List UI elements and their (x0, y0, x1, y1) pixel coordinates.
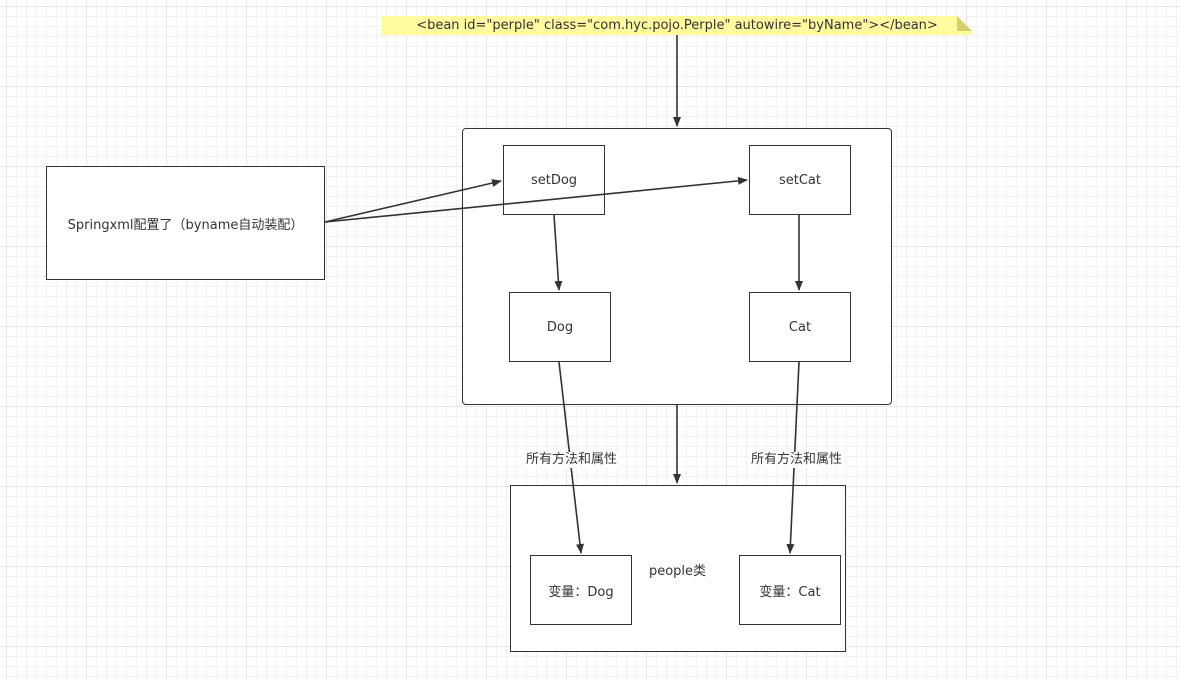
cat-box[interactable]: Cat (749, 292, 851, 362)
var-cat-box[interactable]: 变量：Cat (739, 555, 841, 625)
dog-label: Dog (546, 319, 574, 335)
people-class-title: people类 (648, 564, 707, 579)
dog-box[interactable]: Dog (509, 292, 611, 362)
cat-label: Cat (788, 319, 812, 335)
var-dog-box[interactable]: 变量：Dog (530, 555, 632, 625)
set-cat-label: setCat (778, 172, 821, 188)
var-cat-label: 变量：Cat (759, 584, 821, 600)
set-cat-box[interactable]: setCat (749, 145, 851, 215)
edge-label-dog: 所有方法和属性 (524, 452, 620, 468)
set-dog-label: setDog (530, 172, 578, 188)
springxml-config-label: Springxml配置了（byname自动装配） (67, 217, 304, 233)
springxml-config-box[interactable]: Springxml配置了（byname自动装配） (46, 166, 325, 280)
var-dog-label: 变量：Dog (548, 584, 614, 600)
note-fold-corner (957, 16, 972, 31)
bean-definition-note: <bean id="perple" class="com.hyc.pojo.Pe… (382, 16, 972, 35)
set-dog-box[interactable]: setDog (503, 145, 605, 215)
edge-label-cat: 所有方法和属性 (749, 452, 845, 468)
bean-definition-text: <bean id="perple" class="com.hyc.pojo.Pe… (416, 18, 938, 33)
